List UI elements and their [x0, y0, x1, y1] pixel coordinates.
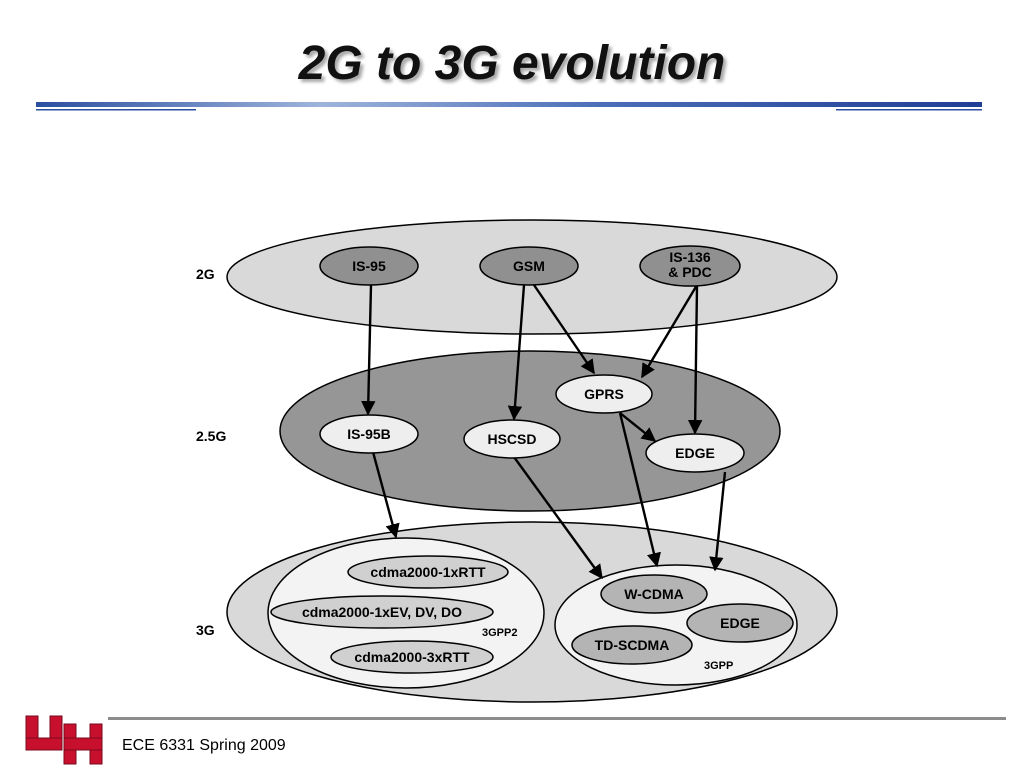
- node-is95b-label: IS-95B: [347, 426, 391, 442]
- node-gsm: GSM: [479, 246, 579, 286]
- arrow-gprs-to-wcdma: [618, 412, 661, 568]
- title-underline: [36, 102, 982, 111]
- node-is95: IS-95: [319, 246, 419, 286]
- node-edge-25g-label: EDGE: [675, 445, 715, 461]
- level-label-3g: 3G: [196, 622, 215, 638]
- node-gsm-label: GSM: [513, 258, 545, 274]
- node-edge-3g: EDGE: [686, 603, 794, 643]
- node-is136-label-line2: & PDC: [668, 264, 712, 280]
- arrow-gsm-to-gprs: [533, 284, 595, 375]
- level-label-25g: 2.5G: [196, 428, 226, 444]
- node-hscsd: HSCSD: [463, 419, 561, 459]
- group-label-3gpp: 3GPP: [704, 660, 733, 672]
- node-td-scdma: TD-SCDMA: [571, 625, 693, 665]
- node-edge-25g: EDGE: [645, 433, 745, 473]
- node-td-scdma-label: TD-SCDMA: [595, 637, 670, 653]
- node-gprs-label: GPRS: [584, 386, 624, 402]
- slide-title: 2G to 3G evolution: [298, 37, 726, 90]
- arrow-is136-to-edge: [687, 284, 703, 435]
- node-gprs: GPRS: [555, 374, 653, 414]
- arrow-gprs-to-edge: [619, 412, 657, 442]
- arrow-is136-to-gprs: [640, 284, 699, 379]
- arrow-is95-to-is95b: [361, 284, 376, 416]
- arrow-is95b-to-cdma2000: [371, 451, 400, 539]
- node-wcdma-label: W-CDMA: [624, 586, 684, 602]
- node-is95b: IS-95B: [319, 414, 419, 454]
- node-hscsd-label: HSCSD: [487, 431, 536, 447]
- arrow-gsm-to-hscsd: [507, 284, 526, 421]
- level-label-2g: 2G: [196, 266, 215, 282]
- arrow-hscsd-to-wcdma: [513, 456, 603, 580]
- university-logo: [25, 715, 103, 765]
- node-cdma2000-1xrtt-label: cdma2000-1xRTT: [370, 564, 486, 580]
- node-cdma2000-1xev: cdma2000-1xEV, DV, DO: [270, 595, 494, 629]
- node-wcdma: W-CDMA: [600, 574, 708, 614]
- arrow-edge-to-3gpp: [709, 471, 727, 572]
- footer-divider: [108, 717, 1006, 720]
- node-edge-3g-label: EDGE: [720, 615, 760, 631]
- node-cdma2000-1xrtt: cdma2000-1xRTT: [347, 555, 509, 589]
- node-cdma2000-1xev-label: cdma2000-1xEV, DV, DO: [302, 604, 462, 620]
- node-is136-label-line1: IS-136: [669, 249, 710, 265]
- footer-course-label: ECE 6331 Spring 2009: [122, 737, 286, 754]
- group-label-3gpp2: 3GPP2: [482, 627, 517, 639]
- node-cdma2000-3xrtt-label: cdma2000-3xRTT: [354, 649, 470, 665]
- node-is136-pdc: IS-136 & PDC: [639, 245, 741, 287]
- node-is95-label: IS-95: [352, 258, 386, 274]
- node-cdma2000-3xrtt: cdma2000-3xRTT: [330, 640, 494, 674]
